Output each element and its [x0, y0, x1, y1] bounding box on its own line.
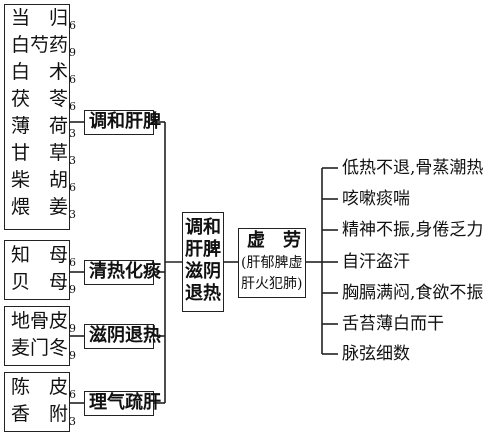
herb-name: 白芍药 [11, 34, 69, 56]
herb-dose: 6 [69, 256, 77, 269]
diagnosis-line-2: (肝郁脾虚 [241, 255, 303, 271]
herb-name: 麦门冬 [11, 337, 69, 359]
action-box-4: 理气疏肝 [84, 391, 161, 416]
symptom-item: 胸膈满闷,食欲不振 [342, 283, 484, 303]
symptom-item: 低热不退,骨蒸潮热 [342, 158, 484, 178]
herb-dose: 9 [69, 283, 77, 296]
herb-name: 知 母 [11, 244, 69, 266]
herb-name: 白 术 [11, 61, 69, 83]
herb-item: 柴 胡6 [11, 171, 76, 197]
herb-name: 茯 苓 [11, 88, 69, 110]
herb-dose: 6 [69, 19, 77, 32]
herb-item: 麦门冬9 [11, 339, 76, 365]
symptom-item: 自汗盗汗 [342, 252, 410, 272]
herb-dose: 3 [69, 154, 77, 167]
symptom-item: 咳嗽痰喘 [342, 189, 410, 209]
herb-item: 香 附3 [11, 405, 76, 431]
combined-line-4: 退热 [185, 283, 221, 304]
herb-dose: 9 [69, 46, 77, 59]
herb-name: 煨 姜 [11, 196, 69, 218]
herb-dose: 6 [69, 100, 77, 113]
symptom-item: 精神不振,身倦乏力 [342, 220, 484, 240]
diagnosis-box: 虚 劳 (肝郁脾虚 肝火犯肺) [238, 228, 306, 298]
combined-line-3: 滋阴 [185, 261, 221, 282]
herb-item: 当 归6 [11, 9, 76, 35]
diagnosis-line-3: 肝火犯肺) [241, 276, 303, 292]
herb-item: 白 术6 [11, 63, 76, 89]
herb-item: 地骨皮9 [11, 312, 76, 338]
herb-dose: 9 [69, 349, 77, 362]
symptom-item: 脉弦细数 [342, 344, 410, 364]
herb-item: 煨 姜3 [11, 198, 76, 224]
herb-item: 薄 荷3 [11, 117, 76, 143]
herb-name: 贝 母 [11, 271, 69, 293]
herb-group-4: 陈 皮6 香 附3 [4, 372, 76, 432]
herb-name: 陈 皮 [11, 376, 69, 398]
herb-item: 茯 苓6 [11, 90, 76, 116]
herb-dose: 3 [69, 415, 77, 428]
diagnosis-title: 虚 劳 [247, 230, 301, 251]
symptom-item: 舌苔薄白而干 [342, 314, 444, 334]
action-label: 滋阴退热 [89, 325, 161, 346]
herb-item: 甘 草3 [11, 144, 76, 170]
herb-name: 香 附 [11, 403, 69, 425]
combined-effect-box: 调和 肝脾 滋阴 退热 [182, 212, 224, 312]
herb-dose: 6 [69, 73, 77, 86]
combined-line-1: 调和 [185, 217, 221, 238]
action-box-1: 调和肝脾 [84, 110, 161, 135]
herb-group-3: 地骨皮9 麦门冬9 [4, 306, 76, 366]
action-label: 理气疏肝 [89, 392, 161, 413]
herb-item: 知 母6 [11, 246, 76, 272]
herb-name: 柴 胡 [11, 169, 69, 191]
action-label: 调和肝脾 [89, 111, 161, 132]
herb-group-2: 知 母6 贝 母9 [4, 240, 76, 300]
action-box-2: 清热化痰 [84, 260, 161, 285]
herb-item: 陈 皮6 [11, 378, 76, 404]
herb-name: 甘 草 [11, 142, 69, 164]
herb-dose: 3 [69, 127, 77, 140]
herb-group-1: 当 归6 白芍药9 白 术6 茯 苓6 薄 荷3 甘 草3 柴 胡6 煨 姜3 [4, 4, 76, 230]
herb-dose: 3 [69, 208, 77, 221]
herb-dose: 9 [69, 322, 77, 335]
combined-line-2: 肝脾 [185, 239, 221, 260]
herb-name: 当 归 [11, 7, 69, 29]
herb-dose: 6 [69, 181, 77, 194]
herb-name: 地骨皮 [11, 310, 69, 332]
herb-item: 白芍药9 [11, 36, 76, 62]
herb-item: 贝 母9 [11, 273, 76, 299]
action-box-3: 滋阴退热 [84, 324, 161, 349]
herb-name: 薄 荷 [11, 115, 69, 137]
herb-dose: 6 [69, 388, 77, 401]
action-label: 清热化痰 [89, 261, 161, 282]
